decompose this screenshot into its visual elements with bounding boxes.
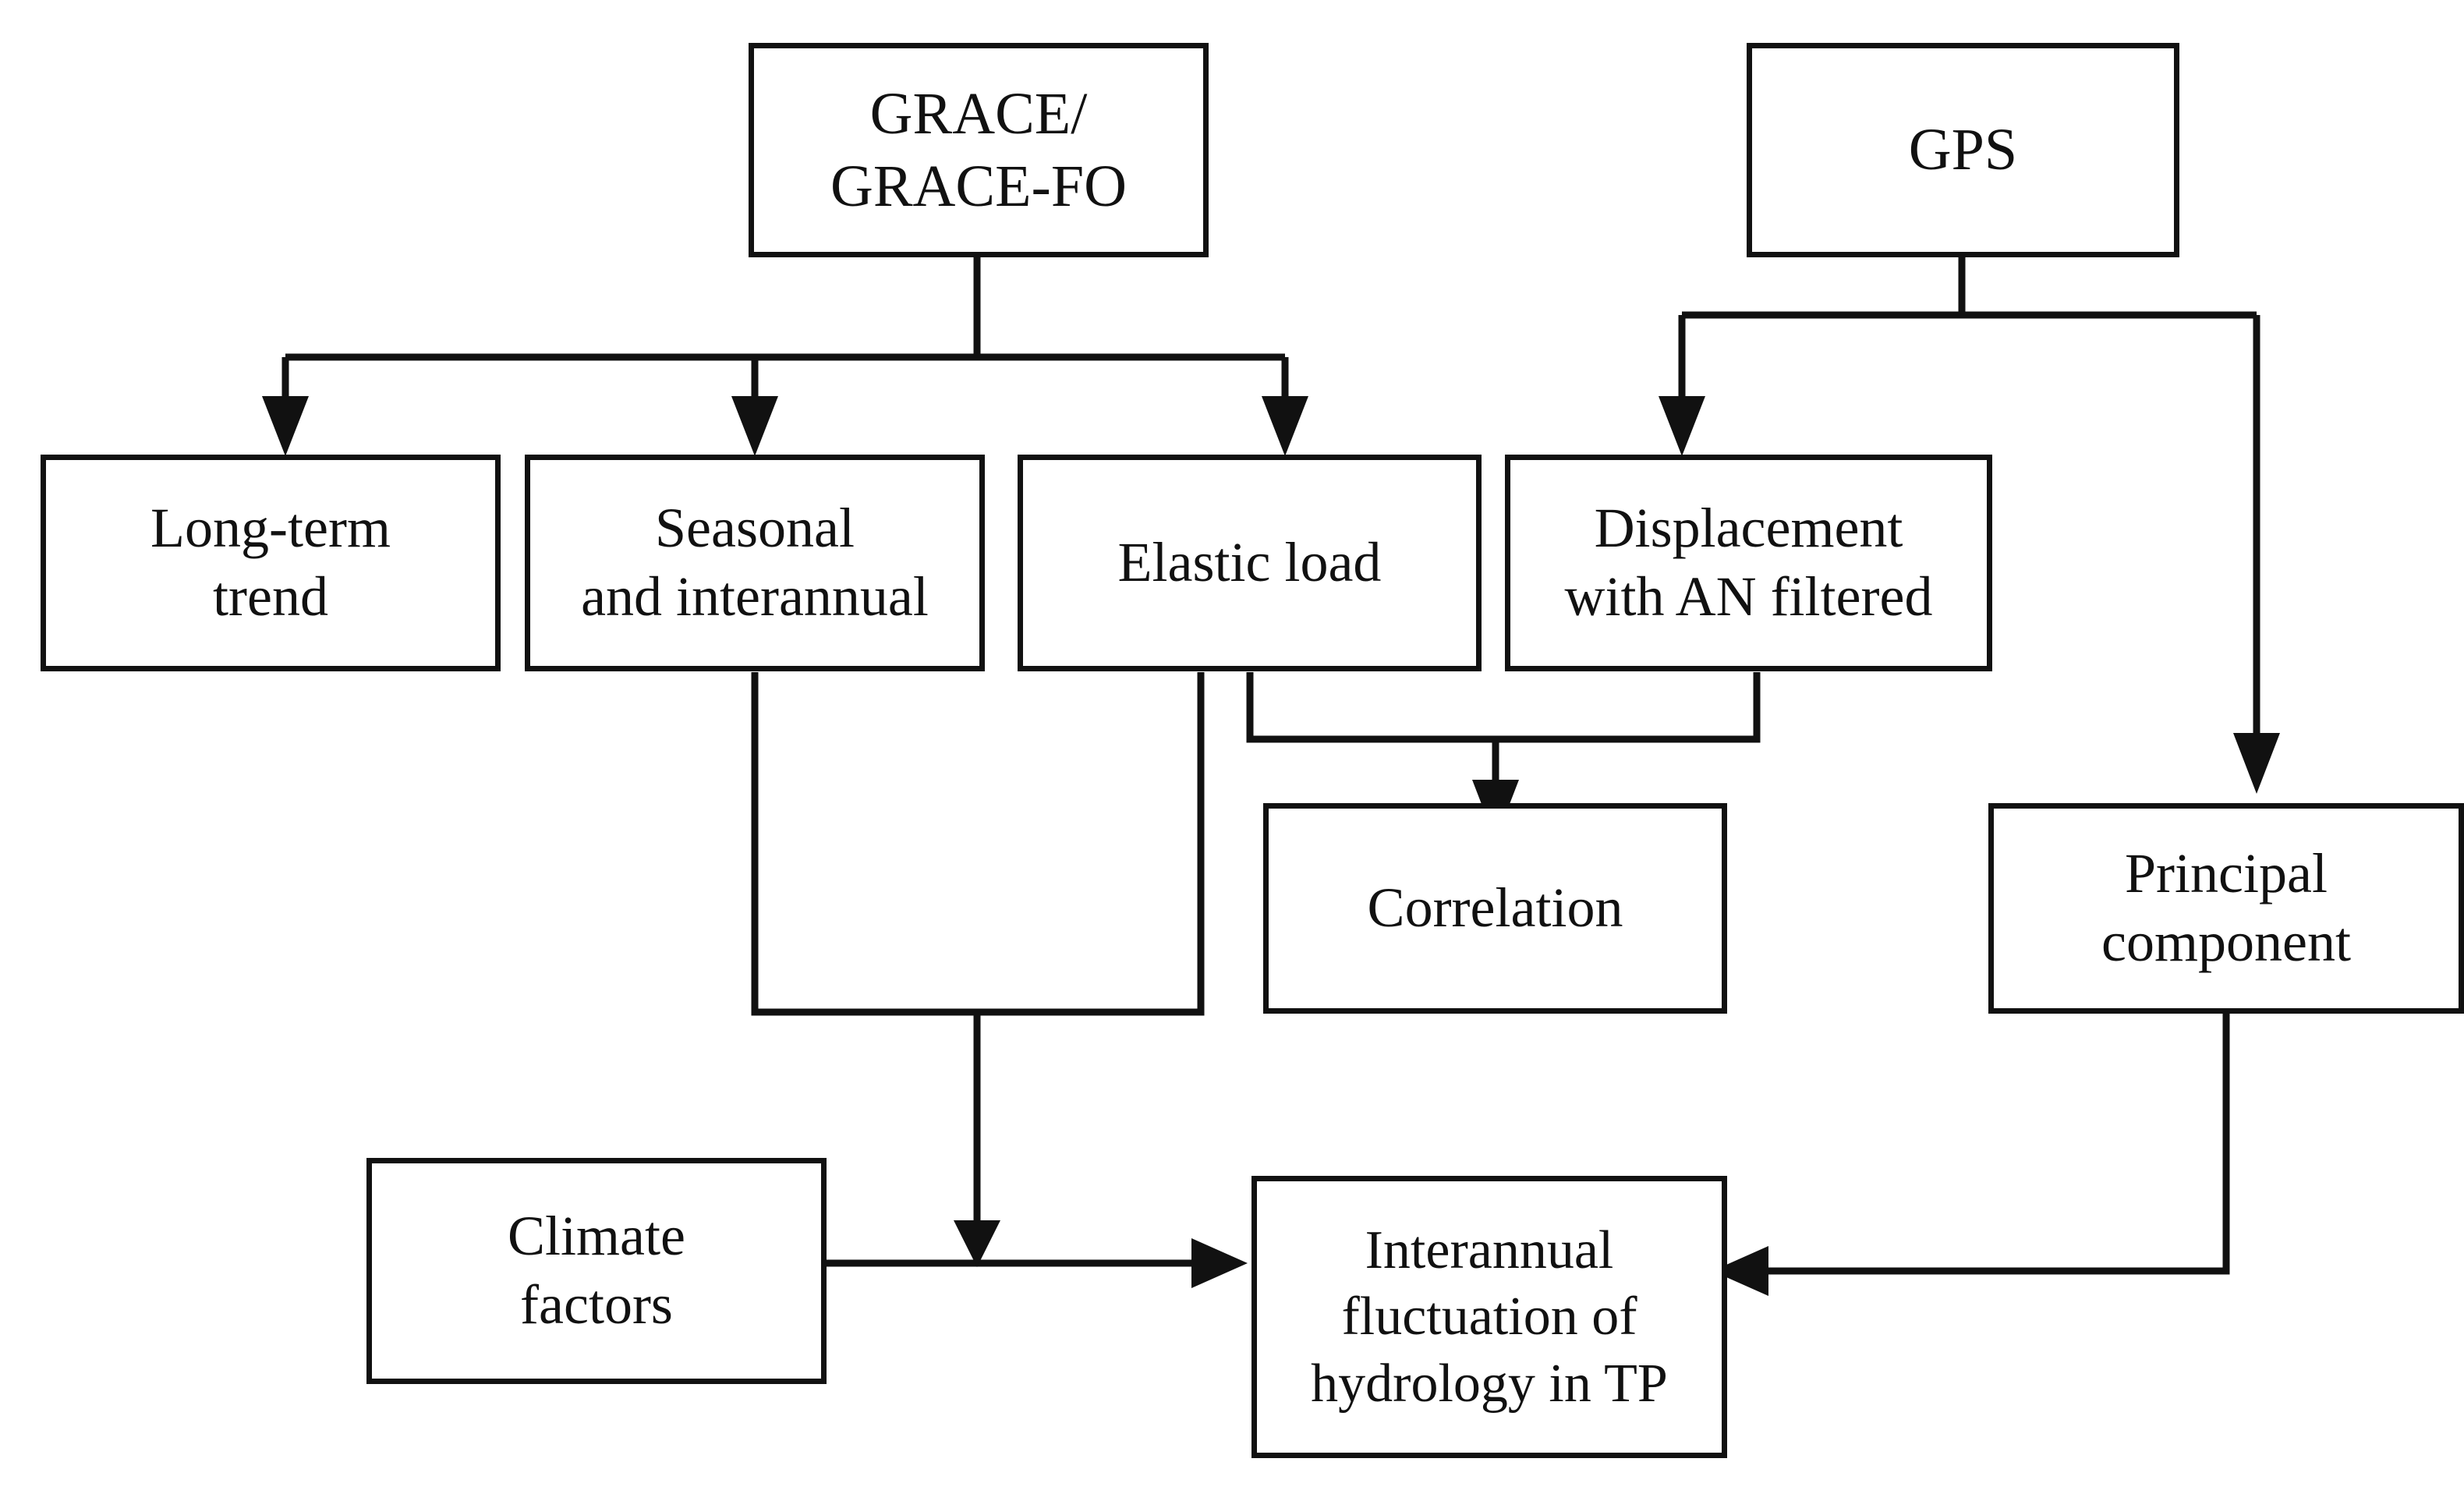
- node-displacement[interactable]: Displacement with AN filtered: [1505, 455, 1992, 671]
- arrowhead-grace-to-elastic-load: [1262, 396, 1308, 456]
- arrowhead-gps-to-displacement: [1659, 396, 1705, 456]
- node-seasonal[interactable]: Seasonal and interannual: [525, 455, 985, 671]
- edge-elastic-load-bracket: [1246, 672, 1761, 743]
- node-long-term-trend[interactable]: Long-term trend: [41, 455, 501, 671]
- node-gps-label: GPS: [1908, 117, 2018, 183]
- node-correlation[interactable]: Correlation: [1263, 803, 1727, 1014]
- node-correlation-label: Correlation: [1367, 876, 1623, 940]
- node-elastic-load[interactable]: Elastic load: [1018, 455, 1482, 671]
- edge-principal-component-to-interannual: [1727, 1014, 2230, 1275]
- arrowhead-drop-to-interannual-line: [954, 1220, 1000, 1267]
- node-interannual-label: Interannual fluctuation of hydrology in …: [1311, 1220, 1668, 1414]
- node-grace-label: GRACE/ GRACE-FO: [830, 80, 1128, 219]
- node-climate-factors-label: Climate factors: [508, 1205, 685, 1336]
- node-long-term-trend-label: Long-term trend: [150, 497, 391, 628]
- node-principal-component-label: Principal component: [2101, 842, 2351, 973]
- node-gps[interactable]: GPS: [1747, 43, 2179, 257]
- edge-seasonal-bracket: [751, 672, 1205, 1016]
- node-elastic-load-label: Elastic load: [1117, 531, 1382, 594]
- node-displacement-label: Displacement with AN filtered: [1564, 497, 1933, 628]
- arrowhead-grace-to-long-term-trend: [262, 396, 309, 456]
- arrowhead-gps-to-principal-component: [2233, 733, 2280, 794]
- node-interannual[interactable]: Interannual fluctuation of hydrology in …: [1251, 1176, 1727, 1458]
- node-principal-component[interactable]: Principal component: [1988, 803, 2464, 1014]
- arrowhead-grace-to-seasonal: [731, 396, 778, 456]
- arrowhead-climate-factors-to-interannual: [1191, 1238, 1248, 1288]
- node-climate-factors[interactable]: Climate factors: [366, 1158, 827, 1384]
- node-seasonal-label: Seasonal and interannual: [581, 497, 929, 628]
- node-grace[interactable]: GRACE/ GRACE-FO: [749, 43, 1209, 257]
